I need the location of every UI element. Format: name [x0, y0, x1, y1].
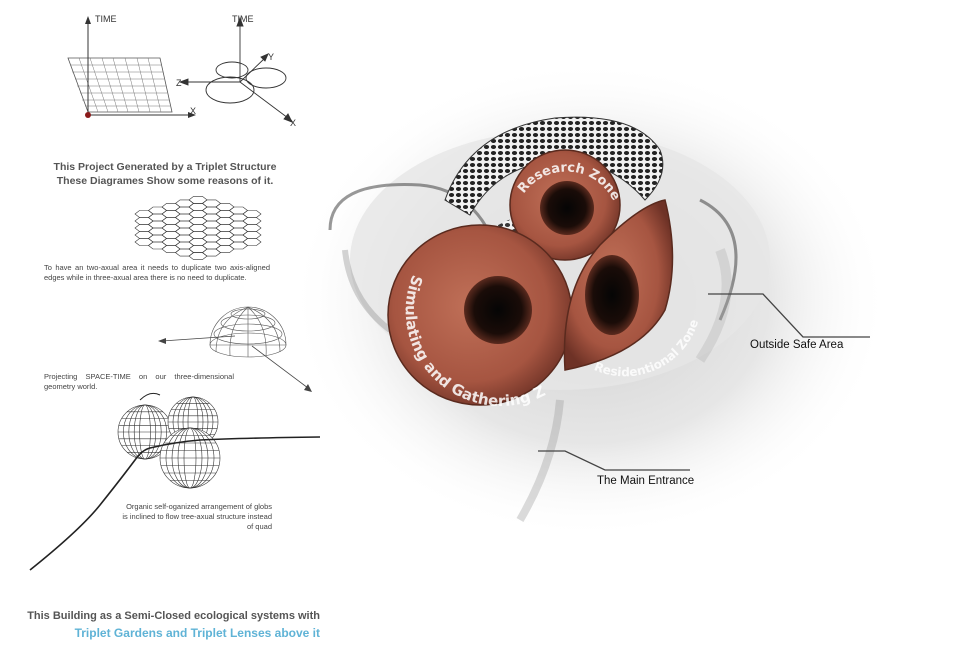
intro-heading: This Project Generated by a Triplet Stru… — [30, 160, 300, 188]
time-axis-label-2: TIME — [232, 14, 254, 24]
hex-cell — [242, 238, 262, 246]
hex-caption: To have an two-axual area it needs to du… — [44, 263, 270, 282]
spacetime-grid-diagram — [67, 16, 196, 118]
x-axis-label-2: X — [290, 118, 297, 128]
three-globes-diagram — [117, 396, 221, 489]
triplet-lobes-diagram — [178, 16, 293, 123]
hexagon-mesh-diagram — [134, 196, 262, 260]
x-axis-label-1: X — [190, 106, 197, 116]
projection-caption: Projecting SPACE-TIME on our three-dimen… — [44, 372, 234, 391]
hemisphere-projection-diagram — [158, 306, 312, 392]
z-axis-label-2: Z — [176, 78, 182, 88]
footer-line-1: This Building as a Semi-Closed ecologica… — [27, 610, 320, 622]
simulating-zone-lens — [387, 224, 573, 406]
hex-cell — [242, 224, 262, 232]
time-axis-label-1: TIME — [95, 14, 117, 24]
main-entrance-leader — [538, 450, 690, 471]
outside-safe-area-label: Outside Safe Area — [750, 339, 844, 351]
intro-line-1: This Project Generated by a Triplet Stru… — [53, 161, 277, 173]
residential-zone-lens — [563, 199, 674, 371]
flow-line — [29, 436, 321, 571]
outside-safe-area-leader — [708, 293, 870, 338]
hex-cell — [242, 231, 262, 239]
wireframe-globe — [159, 427, 221, 489]
y-axis-label-2: Y — [268, 52, 275, 62]
globs-caption: Organic self-oganized arrangement of glo… — [122, 502, 272, 531]
hex-cell — [242, 210, 262, 218]
hex-cell — [242, 217, 262, 225]
main-entrance-label: The Main Entrance — [597, 475, 695, 487]
intro-line-2: These Diagrames Show some reasons of it. — [56, 175, 274, 187]
footer-line-2: Triplet Gardens and Triplet Lenses above… — [74, 626, 320, 640]
research-zone-lens — [509, 149, 621, 261]
